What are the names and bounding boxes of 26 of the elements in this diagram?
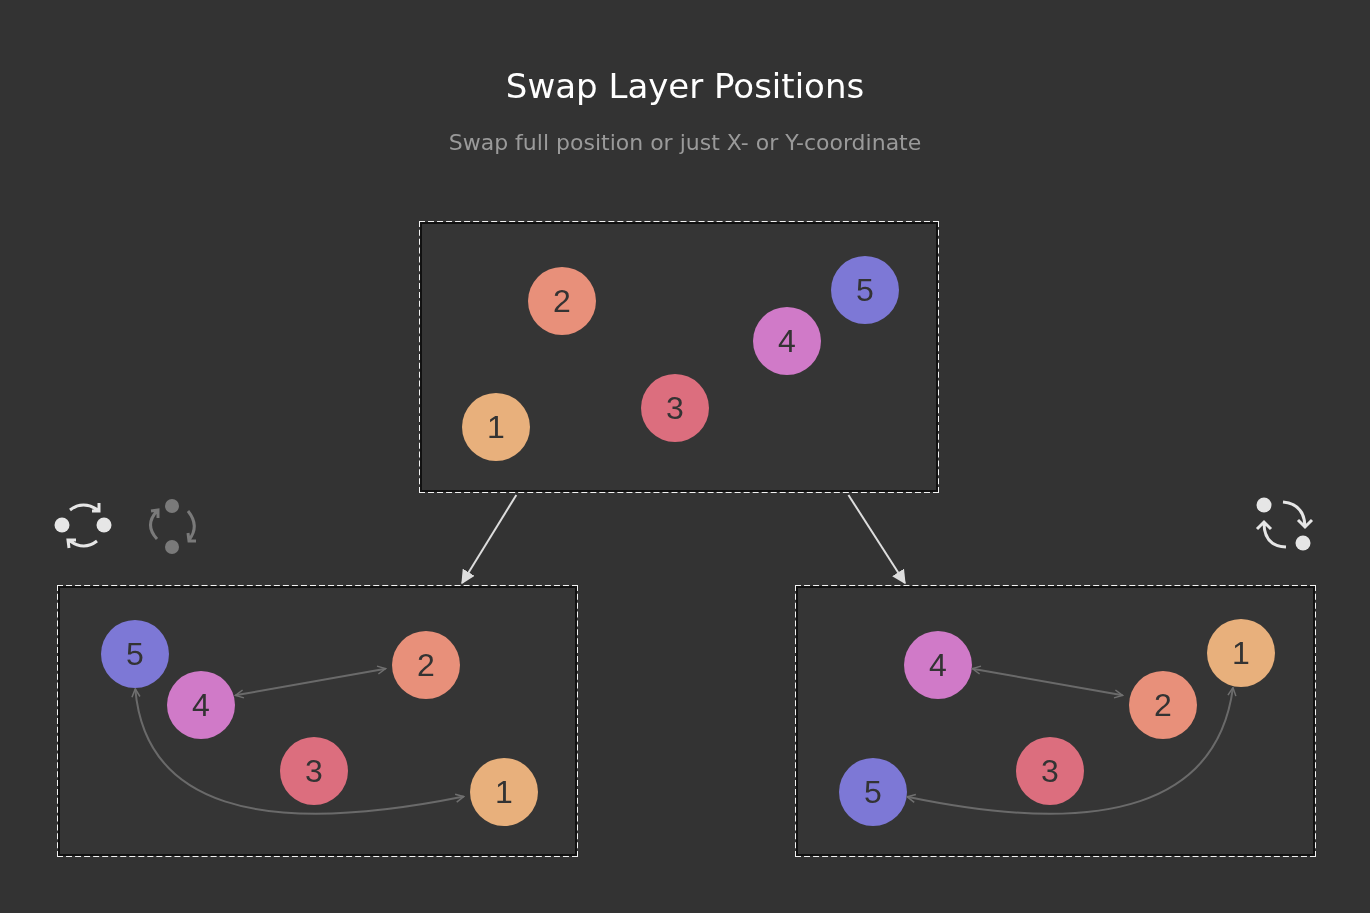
number-circle: 5 <box>101 620 169 688</box>
number-circle: 3 <box>641 374 709 442</box>
number-circle: 4 <box>753 307 821 375</box>
number-circle: 2 <box>392 631 460 699</box>
dashed-frame <box>57 585 578 857</box>
double-headed-arrow <box>971 665 1124 699</box>
number-circle: 3 <box>280 737 348 805</box>
number-circle: 2 <box>1129 671 1197 739</box>
number-circle: 1 <box>1207 619 1275 687</box>
double-headed-arrow <box>906 686 1236 815</box>
double-headed-arrow <box>234 665 387 699</box>
subtitle-text: Swap full position or just X- or Y-coordinate <box>448 130 922 155</box>
double-headed-arrow <box>131 687 465 815</box>
number-circle: 2 <box>528 267 596 335</box>
dashed-frame <box>795 585 1316 857</box>
number-circle: 5 <box>831 256 899 324</box>
diagram-title: Swap Layer Positions <box>505 66 865 106</box>
arrow <box>847 494 906 585</box>
number-circle: 4 <box>904 631 972 699</box>
number-circle: 3 <box>1016 737 1084 805</box>
arrow <box>461 494 518 585</box>
number-circle: 1 <box>462 393 530 461</box>
number-circle: 4 <box>167 671 235 739</box>
dashed-frame <box>419 221 939 493</box>
number-circle: 1 <box>470 758 538 826</box>
number-circle: 5 <box>839 758 907 826</box>
